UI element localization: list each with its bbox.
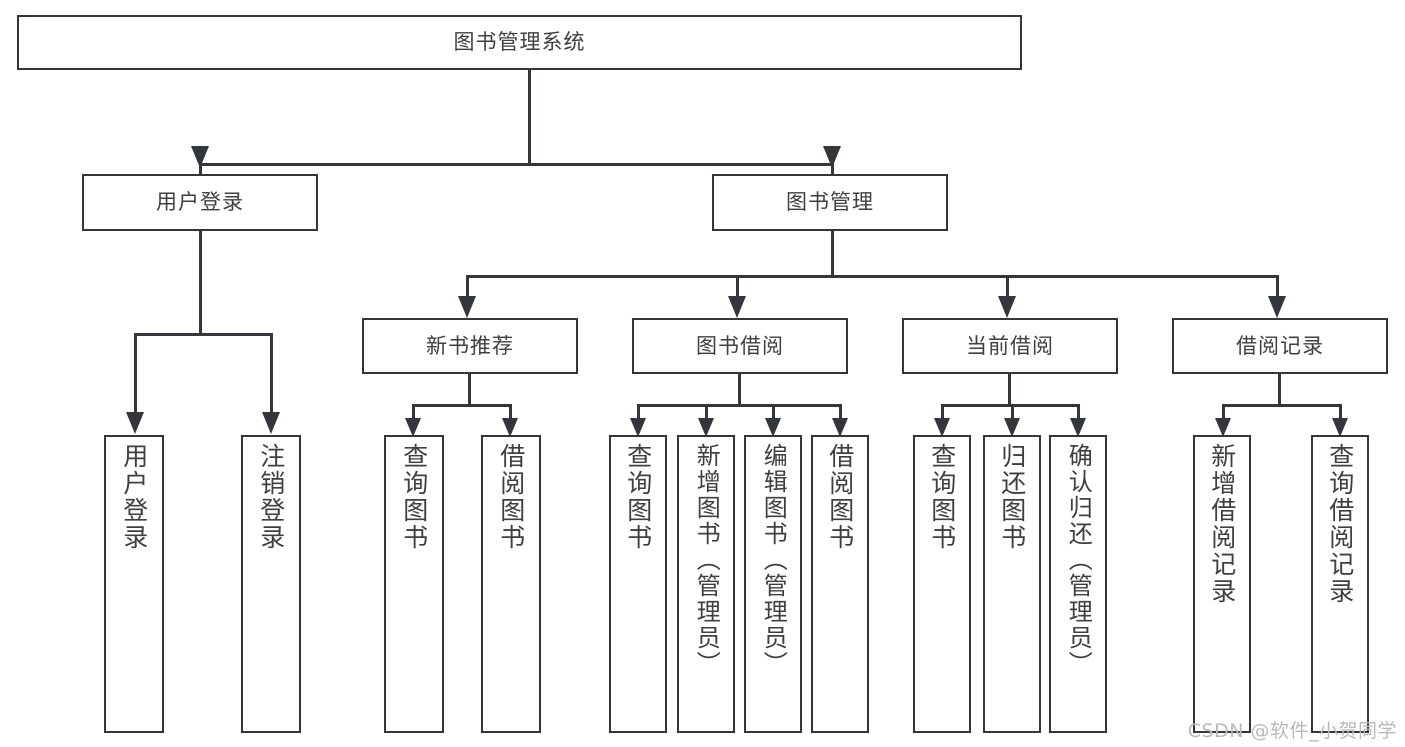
node-borrow-record[interactable]: 借阅记录: [1172, 318, 1388, 374]
edge-user-login-to-leaf1: [134, 333, 137, 415]
node-leaf-query-record-label: 查询借阅记录: [1325, 443, 1355, 605]
edge-book-manage-to-n2: [736, 275, 739, 299]
edge-cb-to-leaf2: [1011, 404, 1014, 422]
arrowhead-leaf-query-record: [1332, 418, 1348, 437]
node-leaf-edit-book-label: 编辑图书（管理员）: [759, 443, 788, 677]
node-book-borrow[interactable]: 图书借阅: [632, 318, 848, 374]
edge-book-borrow-stem: [738, 374, 741, 406]
node-leaf-logout-label: 注销登录: [256, 443, 286, 551]
edge-current-borrow-stem: [1008, 374, 1011, 406]
edge-nbr-to-leaf2: [509, 404, 512, 422]
node-leaf-borrow-book-2[interactable]: 借阅图书: [811, 435, 869, 733]
edge-root-stem: [528, 70, 531, 165]
node-leaf-confirm-return-label: 确认归还（管理员）: [1064, 443, 1093, 677]
arrowhead-user-login: [191, 146, 209, 168]
arrowhead-leaf-add-book: [698, 418, 714, 437]
edge-borrow-record-stem: [1278, 374, 1281, 406]
node-book-borrow-label: 图书借阅: [696, 333, 784, 358]
node-leaf-add-record[interactable]: 新增借阅记录: [1193, 435, 1251, 733]
node-leaf-query-record[interactable]: 查询借阅记录: [1311, 435, 1369, 733]
node-book-manage[interactable]: 图书管理: [712, 174, 948, 231]
arrowhead-new-book-recommend: [458, 296, 476, 318]
node-new-book-recommend[interactable]: 新书推荐: [362, 318, 578, 374]
edge-br-to-leaf2: [1339, 404, 1342, 422]
node-leaf-add-book[interactable]: 新增图书（管理员）: [677, 435, 735, 733]
node-leaf-query-book-3[interactable]: 查询图书: [913, 435, 971, 733]
node-root[interactable]: 图书管理系统: [17, 15, 1022, 70]
arrowhead-borrow-record: [1268, 296, 1286, 318]
node-leaf-query-book-1-label: 查询图书: [399, 443, 429, 551]
edge-br-to-leaf1: [1222, 404, 1225, 422]
edge-borrow-record-bar: [1222, 404, 1342, 407]
node-leaf-user-login-label: 用户登录: [119, 443, 149, 551]
node-leaf-borrow-book-1[interactable]: 借阅图书: [481, 435, 541, 733]
node-leaf-confirm-return[interactable]: 确认归还（管理员）: [1049, 435, 1107, 733]
node-leaf-borrow-book-2-label: 借阅图书: [825, 443, 855, 551]
node-leaf-return-book[interactable]: 归还图书: [983, 435, 1041, 733]
edge-cb-to-leaf3: [1077, 404, 1080, 422]
edge-root-bar: [199, 163, 833, 166]
edge-book-manage-to-n3: [1006, 275, 1009, 299]
edge-bb-to-leaf3: [772, 404, 775, 422]
arrowhead-leaf-query-book-2: [630, 418, 646, 437]
node-borrow-record-label: 借阅记录: [1236, 333, 1324, 358]
edge-bb-to-leaf2: [705, 404, 708, 422]
node-leaf-logout[interactable]: 注销登录: [241, 435, 301, 733]
arrowhead-current-borrow: [998, 296, 1016, 318]
node-leaf-query-book-2-label: 查询图书: [623, 443, 653, 551]
edge-user-login-to-leaf2: [270, 333, 273, 415]
arrowhead-book-manage: [823, 146, 841, 168]
edge-cb-to-leaf1: [941, 404, 944, 422]
edge-book-manage-to-n4: [1276, 275, 1279, 299]
node-new-book-recommend-label: 新书推荐: [426, 333, 514, 358]
edge-user-login-bar: [134, 333, 272, 336]
arrowhead-leaf-edit-book: [765, 418, 781, 437]
node-book-manage-label: 图书管理: [786, 190, 874, 215]
arrowhead-leaf-query-book-3: [934, 418, 950, 437]
node-user-login-label: 用户登录: [156, 190, 244, 215]
edge-new-book-recommend-stem: [468, 374, 471, 406]
arrowhead-leaf-logout: [262, 412, 280, 434]
edge-nbr-to-leaf1: [412, 404, 415, 422]
arrowhead-leaf-borrow-book-2: [832, 418, 848, 437]
arrowhead-leaf-user-login: [126, 412, 144, 434]
node-current-borrow[interactable]: 当前借阅: [902, 318, 1118, 374]
arrowhead-leaf-borrow-book-1: [502, 418, 518, 437]
arrowhead-leaf-return-book: [1004, 418, 1020, 437]
node-leaf-query-book-1[interactable]: 查询图书: [384, 435, 444, 733]
node-leaf-query-book-2[interactable]: 查询图书: [609, 435, 667, 733]
edge-book-manage-bar: [466, 275, 1278, 278]
edge-book-manage-to-n1: [466, 275, 469, 299]
edge-bb-to-leaf4: [839, 404, 842, 422]
arrowhead-leaf-add-record: [1215, 418, 1231, 437]
arrowhead-book-borrow: [728, 296, 746, 318]
node-leaf-user-login[interactable]: 用户登录: [104, 435, 164, 733]
edge-book-manage-stem: [831, 231, 834, 277]
node-leaf-add-book-label: 新增图书（管理员）: [692, 443, 721, 677]
arrowhead-leaf-query-book-1: [405, 418, 421, 437]
edge-bb-to-leaf1: [637, 404, 640, 422]
watermark-text: CSDN @软件_小贺同学: [1187, 720, 1397, 742]
arrowhead-leaf-confirm-return: [1070, 418, 1086, 437]
node-current-borrow-label: 当前借阅: [966, 333, 1054, 358]
node-root-label: 图书管理系统: [453, 30, 586, 55]
node-leaf-add-record-label: 新增借阅记录: [1207, 443, 1237, 605]
node-leaf-borrow-book-1-label: 借阅图书: [496, 443, 526, 551]
node-user-login[interactable]: 用户登录: [82, 174, 318, 231]
node-leaf-edit-book[interactable]: 编辑图书（管理员）: [744, 435, 802, 733]
edge-book-borrow-bar: [637, 404, 841, 407]
edge-current-borrow-bar: [941, 404, 1077, 407]
node-leaf-query-book-3-label: 查询图书: [927, 443, 957, 551]
edge-user-login-stem: [199, 231, 202, 335]
edge-new-book-recommend-bar: [412, 404, 512, 407]
node-leaf-return-book-label: 归还图书: [997, 443, 1027, 551]
